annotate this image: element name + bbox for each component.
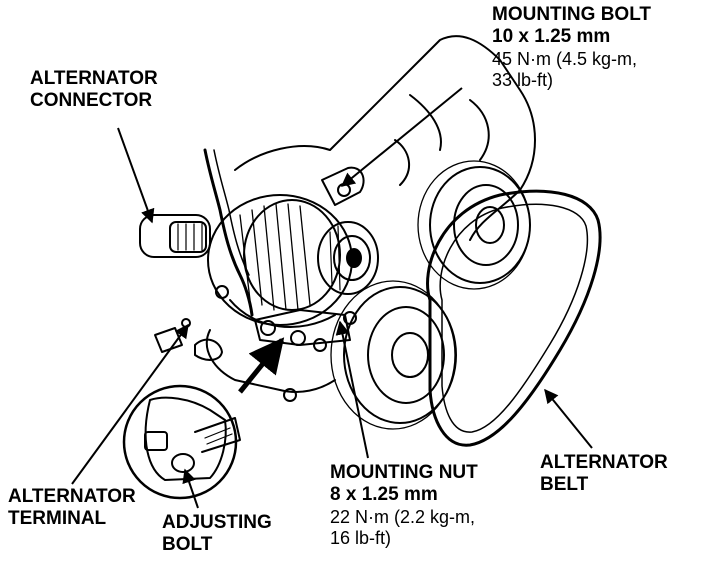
leader-mounting-bolt <box>340 87 463 187</box>
wire-harness-inner <box>213 149 250 276</box>
alternator-terminal-line1: ALTERNATOR <box>8 486 136 507</box>
wire-harness <box>203 148 254 317</box>
small-bolt-1 <box>215 285 229 299</box>
mounting-nut-torque-1: 22 N·m (2.2 kg-m, <box>330 506 476 527</box>
mounting-nut-size: 8 x 1.25 mm <box>330 484 438 506</box>
leader-alternator-belt <box>544 388 593 449</box>
alternator-body <box>207 194 353 328</box>
mounting-bolt-title: MOUNTING BOLT <box>492 4 652 25</box>
label-mounting-bolt: MOUNTING BOLT 10 x 1.25 mm 45 N·m (4.5 k… <box>492 4 651 91</box>
engine-block-detail <box>394 94 490 186</box>
leader-mounting-nut <box>335 320 369 459</box>
alternator-pulley <box>317 221 379 295</box>
belt-loop <box>426 189 602 447</box>
engine-block-lower <box>205 329 336 393</box>
label-mounting-nut: MOUNTING NUT 8 x 1.25 mm 22 N·m (2.2 kg-… <box>330 462 478 549</box>
lower-pulley <box>330 280 457 430</box>
adjusting-bolt-line2: BOLT <box>162 534 213 556</box>
label-alternator-terminal: ALTERNATOR TERMINAL <box>8 486 136 531</box>
alternator-connector-line2: CONNECTOR <box>30 90 153 112</box>
adjusting-bolt-inset <box>122 384 241 500</box>
alternator-belt-line2: BELT <box>540 474 589 496</box>
upper-pulley <box>417 160 531 290</box>
leader-bracket-pointer <box>238 337 285 394</box>
small-bolt-2 <box>283 388 297 402</box>
leader-adjusting-bolt <box>182 468 199 509</box>
mounting-bolt-torque-1: 45 N·m (4.5 kg-m, <box>492 48 638 69</box>
leader-alternator-connector <box>117 127 155 224</box>
connector-plug <box>139 214 211 258</box>
engine-block-outline <box>234 35 536 241</box>
alternator-connector-line1: ALTERNATOR <box>30 68 158 89</box>
mounting-nut-title: MOUNTING NUT <box>330 462 478 483</box>
leader-alternator-terminal <box>71 323 189 485</box>
alternator-terminal-line2: TERMINAL <box>8 508 107 530</box>
adjusting-bolt-line1: ADJUSTING <box>162 512 272 533</box>
label-alternator-belt: ALTERNATOR BELT <box>540 452 668 497</box>
mounting-bolt-torque-2: 33 lb-ft) <box>492 70 554 91</box>
alternator-belt-line1: ALTERNATOR <box>540 452 668 473</box>
label-alternator-connector: ALTERNATOR CONNECTOR <box>30 68 158 113</box>
mounting-bolt-size: 10 x 1.25 mm <box>492 26 611 48</box>
terminal-nut <box>154 318 223 361</box>
label-adjusting-bolt: ADJUSTING BOLT <box>162 512 272 557</box>
mounting-nut-torque-2: 16 lb-ft) <box>330 528 392 549</box>
